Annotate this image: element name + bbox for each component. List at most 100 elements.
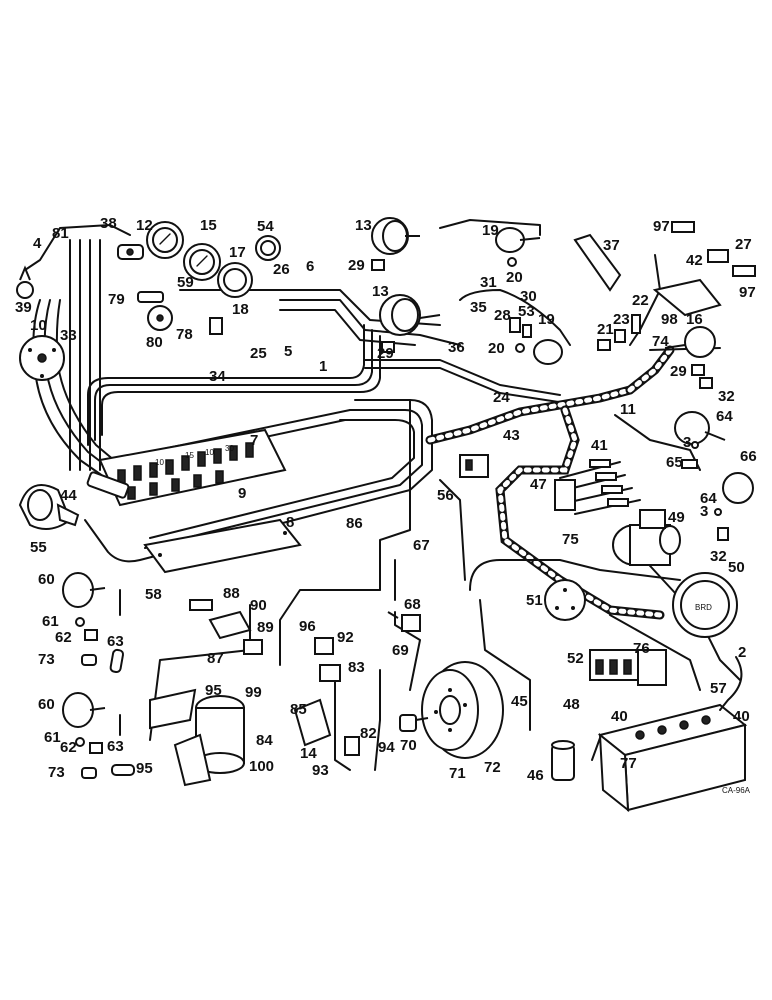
callout: 33 [60,327,77,344]
callout: 63 [107,738,124,755]
relay-83 [319,664,341,682]
callout: 69 [392,642,409,659]
harness-connector [86,471,130,499]
callout: 65 [666,454,683,471]
svg-text:10: 10 [155,458,164,467]
callout: 67 [413,537,430,554]
callout: 26 [273,261,290,278]
callout: 49 [668,509,685,526]
callout: 29 [348,257,365,274]
part-73a [81,654,97,666]
callout: 28 [494,307,511,324]
regulator-51 [544,579,586,621]
switch-68 [387,611,421,632]
clip-29b [381,341,395,353]
callout: 16 [686,311,703,328]
callout: 61 [42,613,59,630]
callout: 40 [611,708,628,725]
callout: 11 [620,401,636,418]
callout: 82 [360,725,377,742]
callout: 38 [100,215,117,232]
pulley [421,661,504,759]
washer-3a [691,441,699,449]
horn [18,484,80,530]
callout: 73 [38,651,55,668]
callout: 14 [300,745,317,762]
bracket-90 [208,610,252,640]
callout: 96 [299,618,316,635]
callout: 94 [378,739,395,756]
callout: 25 [250,345,267,362]
dome-lamp-19b [533,339,563,365]
callout: 3 [700,503,708,520]
callout: 58 [145,586,162,603]
callout: 90 [250,597,267,614]
callout: 64 [700,490,717,507]
ignition-coil [173,695,245,787]
callout: 95 [136,760,153,777]
part-61a [75,617,85,627]
ignition-key-switch [117,244,144,260]
callout: 100 [249,758,274,775]
washer-3b [714,508,722,516]
bulb-63a [109,648,125,674]
bracket-97b [732,265,756,277]
callout: 2 [738,644,746,661]
lamp-60a [62,572,106,608]
callout: 29 [670,363,687,380]
callout: 72 [484,759,501,776]
callout: 46 [527,767,544,784]
condenser [551,740,575,781]
svg-text:10: 10 [205,448,214,457]
callout: 86 [346,515,363,532]
gauge-12 [146,221,184,259]
callout: 71 [449,765,466,782]
callout: 20 [488,340,505,357]
callout: 18 [232,301,249,318]
clip-29c [691,364,705,376]
harness-43 [425,345,675,445]
callout: 45 [511,693,528,710]
callout: 43 [503,427,520,444]
grommet-20b [515,343,525,353]
harness-52 [495,405,665,620]
terminal-28 [509,317,521,333]
callout: 40 [733,708,750,725]
callout: 35 [470,299,487,316]
battery-cable [591,656,743,761]
callout: 48 [563,696,580,713]
switch-70 [399,714,429,732]
callout: 4 [33,235,42,252]
callout: 34 [209,368,226,385]
callout: 68 [404,596,421,613]
battery [597,703,748,813]
callout: 87 [207,650,224,667]
callout: 15 [200,217,217,234]
clip-29a [371,259,385,271]
dome-lamp-19a [495,227,541,253]
plate-98 [652,278,722,317]
terminal-53 [522,324,532,338]
callout: 89 [257,619,274,636]
svg-text:BRD: BRD [695,603,712,612]
light-switch [19,335,65,381]
part-62a [84,629,98,641]
lamp-13a [371,217,420,255]
clip-34 [209,317,223,335]
callout: 24 [493,389,510,406]
callout: 9 [238,485,246,502]
callout: 53 [518,303,535,320]
clip-32b [717,527,729,541]
callout: 62 [55,629,72,646]
callout: 78 [176,326,193,343]
callout: 73 [48,764,65,781]
callout: 30 [520,288,537,305]
callout: 13 [372,283,389,300]
callout: 22 [632,292,649,309]
clip-32a [699,377,713,389]
callout: 64 [716,408,733,425]
callout: 97 [653,218,670,235]
callout: 19 [538,311,555,328]
callout: 74 [652,333,669,350]
